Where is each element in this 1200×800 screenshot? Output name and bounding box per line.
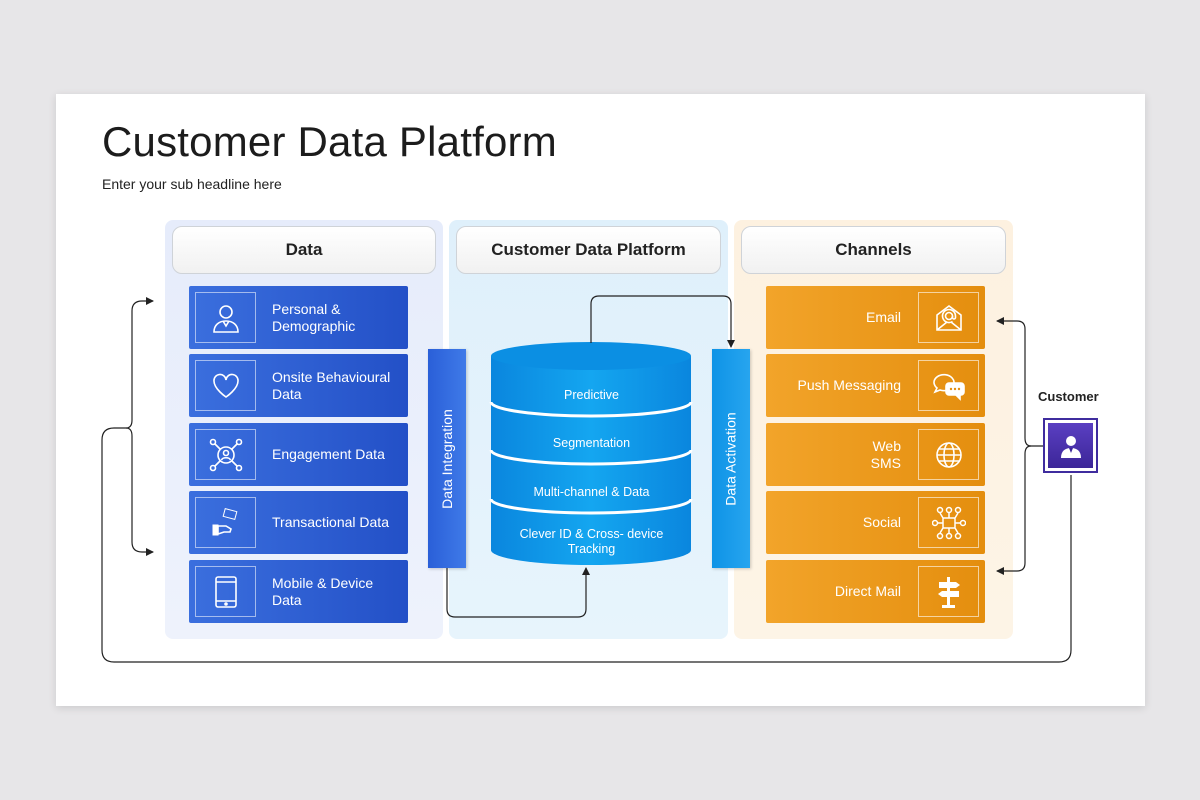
channel-card-push: Push Messaging (766, 354, 985, 417)
database-layer-label: Clever ID & Cross- device Tracking (519, 527, 664, 556)
channel-card-email: Email (766, 286, 985, 349)
page-subtitle: Enter your sub headline here (102, 176, 282, 192)
heart-icon (195, 360, 256, 411)
data-card-personal: Personal & Demographic (189, 286, 408, 349)
database-layer-label: Segmentation (552, 436, 631, 450)
globe-icon (918, 429, 979, 480)
data-card-label: Engagement Data (272, 446, 385, 462)
data-integration-bar: Data Integration (428, 349, 466, 568)
data-card-label: Transactional Data (272, 514, 389, 530)
data-card-label: Mobile & Device Data (272, 574, 374, 608)
channels-panel-header: Channels (741, 226, 1006, 274)
cdp-panel-header: Customer Data Platform (456, 226, 721, 274)
data-card-mobile: Mobile & Device Data (189, 560, 408, 623)
channel-label: Push Messaging (797, 377, 901, 393)
channel-card-direct-mail: Direct Mail (766, 560, 985, 623)
network-icon (195, 429, 256, 480)
cdp-panel: Customer Data Platform (449, 220, 728, 639)
channel-label: Web SMS (870, 437, 901, 471)
signpost-icon (918, 566, 979, 617)
slide: Customer Data Platform Enter your sub he… (56, 94, 1145, 706)
data-activation-label: Data Activation (723, 411, 740, 506)
data-card-transactional: Transactional Data (189, 491, 408, 554)
database-layer-label: Predictive (564, 388, 619, 402)
data-panel-header: Data (172, 226, 436, 274)
chat-icon (918, 360, 979, 411)
data-activation-bar: Data Activation (712, 349, 750, 568)
tablet-icon (195, 566, 256, 617)
channel-label: Direct Mail (834, 583, 901, 599)
social-network-icon (918, 497, 979, 548)
data-card-label: Onsite Behavioural Data (272, 368, 391, 402)
page-title: Customer Data Platform (102, 118, 557, 165)
data-integration-label: Data Integration (439, 408, 455, 509)
channel-card-social: Social (766, 491, 985, 554)
money-hand-icon (195, 497, 256, 548)
bracket-arrow-bottom (125, 427, 154, 556)
bracket-arrow-top (125, 297, 154, 429)
person-icon (195, 292, 256, 343)
channel-label: Email (865, 309, 901, 325)
channel-label: Social (862, 514, 901, 530)
data-card-onsite: Onsite Behavioural Data (189, 354, 408, 417)
data-card-engagement: Engagement Data (189, 423, 408, 486)
data-card-label: Personal & Demographic (272, 300, 356, 334)
database-layer-label: Multi-channel & Data (533, 485, 650, 499)
user-icon (1048, 423, 1093, 468)
customer-label: Customer (1038, 389, 1099, 404)
email-icon (918, 292, 979, 343)
customer-box (1043, 418, 1098, 473)
channel-card-web-sms: Web SMS (766, 423, 985, 486)
